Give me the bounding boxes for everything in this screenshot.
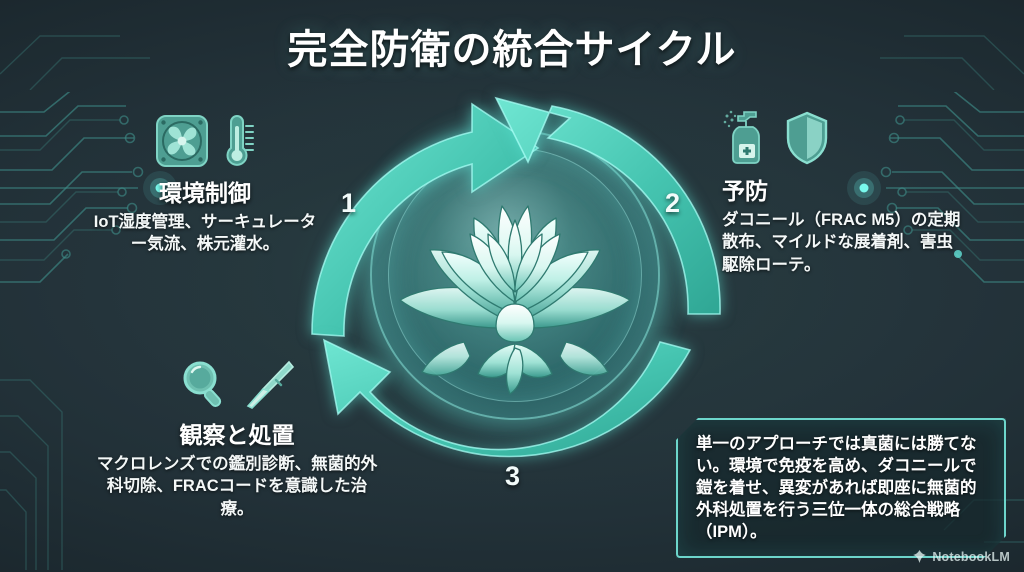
summary-callout: 単一のアプローチでは真菌には勝てない。環境で免疫を高め、ダコニールで鎧を着せ、異… [676,418,1006,558]
block-observation-treatment: 観察と処置 マクロレンズでの鑑別診断、無菌的外科切除、FRACコードを意識した治… [92,358,382,520]
notebooklm-logo-icon [913,550,927,563]
block-observation-heading: 観察と処置 [179,422,295,448]
block-environment-control: 環境制御 IoT湿度管理、サーキュレーター気流、株元灌水。 [86,112,324,256]
lotus-flower-icon [399,205,631,395]
cycle-number-2: 2 [665,188,681,218]
fan-icon [156,115,208,167]
thermometer-icon [226,115,254,166]
cycle-number-3: 3 [505,461,521,491]
block-prevention-heading: 予防 [722,178,768,204]
block-observation-body: マクロレンズでの鑑別診断、無菌的外科切除、FRACコードを意識した治療。 [96,455,378,518]
block-prevention-body: ダコニール（FRAC M5）の定期散布、マイルドな展着剤、害虫駆除ローテ。 [722,211,961,274]
block-environment-heading: 環境制御 [159,180,251,206]
watermark: NotebookLM [912,549,1010,564]
scalpel-icon [246,360,295,409]
cycle-number-1: 1 [341,188,357,218]
magnifier-icon [183,361,222,407]
page-title: 完全防衛の統合サイクル [287,28,737,72]
watermark-label: NotebookLM [932,549,1010,564]
block-prevention: 予防 ダコニール（FRAC M5）の定期散布、マイルドな展着剤、害虫駆除ローテ。 [722,108,964,276]
spray-bottle-icon [723,110,760,164]
summary-callout-body: 単一のアプローチでは真菌には勝てない。環境で免疫を高め、ダコニールで鎧を着せ、異… [696,435,977,542]
shield-icon [786,111,828,165]
block-environment-body: IoT湿度管理、サーキュレーター気流、株元灌水。 [93,213,317,254]
center-lotus-orb [346,106,684,444]
